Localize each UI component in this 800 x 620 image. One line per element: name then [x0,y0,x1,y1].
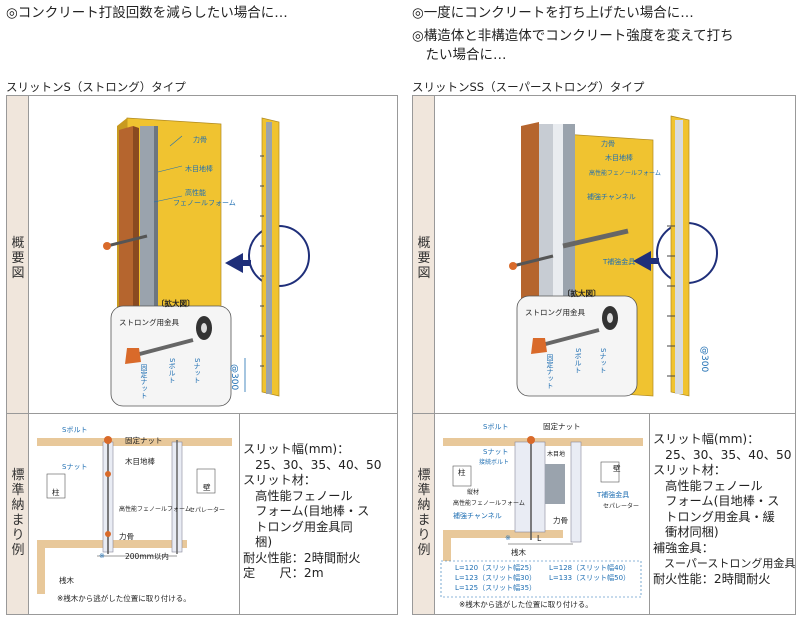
detail-label-phenol-foam: 高性能フェノールフォーム [119,506,191,513]
detail-label-l: L [537,534,542,543]
left-overview-illustration [103,117,310,407]
left-row1-label: 概要図 [11,236,25,281]
label-rikikotsu: 力骨 [601,140,615,148]
label-pitch: @300 [229,364,239,391]
detail-label-s-nut: Sナット [483,448,509,456]
detail-label-separator: セパレーター [603,503,640,510]
length-row-2: L=123（スリット幅30） [455,574,537,582]
detail-label-wall: 壁 [203,483,211,492]
label-strong-metal: ストロング用金具 [119,318,179,327]
fixing-nut-graphic [125,348,141,364]
right-panel: 概要図 標準納まり例 力骨 木目地棒 高性能フェノールフォーム 補強チャンネル … [412,95,796,615]
right-detail-drawing [440,436,643,598]
zoom-arrow [225,253,243,273]
left-type-label: スリットンS（ストロング）タイプ [6,80,186,94]
detail-label-200mm: 200mm以内 [125,552,169,561]
label-mokumeji: 木目地棒 [605,154,633,162]
detail-label-fixing-nut: 固定ナット [125,436,163,445]
label-s-nut: Sナット [193,358,201,384]
detail-label-sangi: 桟木 [511,548,526,557]
detail-label-mokumeji: 木目地 [547,451,566,458]
label-s-bolt: Sボルト [168,358,176,384]
detail-label-mokumeji: 木目地棒 [125,457,155,466]
right-type-label: スリットンSS（スーパーストロング）タイプ [412,80,645,94]
length-row-4: L=128（スリット幅40） [549,564,631,572]
left-row1-header [7,96,29,413]
right-row1-label: 概要図 [417,236,431,281]
left-panel: 概要図 標準納まり例 [6,95,398,615]
left-row-divider [7,413,397,414]
length-row-1: L=120（スリット幅25） [455,564,537,572]
right-row2-header [413,414,435,614]
left-detail-note: ※桟木から逃がした位置に取り付ける。 [57,594,191,603]
detail-label-pillar: 柱 [52,488,60,497]
right-overview-illustration [509,115,718,397]
label-zoom: 〔拡大図〕 [157,299,195,308]
label-zoom: 〔拡大図〕 [563,289,601,298]
detail-label-wall: 壁 [613,464,621,473]
t-reinforcement [562,228,629,249]
detail-label-rikikotsu: 力骨 [553,516,568,525]
label-mokumeji: 木目地棒 [185,165,213,173]
label-strong-metal: ストロング用金具 [525,308,585,317]
left-spec-block: スリット幅(mm)： 25、30、35、40、50 スリット材： 高性能フェノー… [243,442,382,580]
detail-label-vertical: 縦材 [467,489,480,496]
detail-label-s-bolt: Sボルト [62,426,88,434]
detail-label-pillar: 柱 [458,468,466,477]
length-table-box [440,560,642,598]
right-spec-divider [649,414,650,614]
right-spec-block: スリット幅(mm)： 25、30、35、40、50 スリット材： 高性能フェノー… [653,432,796,586]
detail-label-channel: 補強チャンネル [453,512,502,520]
label-phenol-foam: フェノールフォーム [173,199,236,207]
detail-label-rikikotsu: 力骨 [119,532,134,541]
detail-label-asterisk: ※ [505,534,511,542]
right-detail-note: ※桟木から逃がした位置に取り付ける。 [459,600,593,609]
detail-label-fixing-nut: 固定ナット [543,422,581,431]
left-row2-header [7,414,29,614]
length-row-5: L=133（スリット幅50） [549,574,631,582]
zoom-arrow [633,251,651,271]
detail-label-separator: セパレーター [189,507,226,514]
length-row-3: L=125（スリット幅35） [455,584,537,592]
detail-label-sangi: 桟木 [59,576,74,585]
label-t-metal: T補強金具 [603,258,636,266]
left-row2-label: 標準納まり例 [11,468,25,558]
right-heading-2a: ◎構造体と非構造体でコンクリート強度を変えて打ち [412,28,734,44]
label-s-bolt: Sボルト [574,348,582,374]
right-row1-header [413,96,435,413]
detail-label-s-nut: Sナット [62,463,88,471]
detail-label-asterisk: ※ [99,552,105,560]
left-spec-divider [239,414,240,614]
label-fixing-nut: 固定ナット [546,354,554,389]
detail-label-connect-bolt: 接続ボルト [479,459,510,466]
label-rikikotsu: 力骨 [193,136,207,144]
label-pitch: @300 [699,346,709,373]
label-fixing-nut: 固定ナット [140,364,148,399]
right-heading-1: ◎一度にコンクリートを打ち上げたい場合に… [412,5,694,21]
right-heading-2b: たい場合に… [412,47,507,63]
right-row-divider [413,413,795,414]
label-channel: 補強チャンネル [587,193,636,201]
detail-label-s-bolt: Sボルト [483,423,509,431]
label-s-nut: Sナット [599,348,607,374]
detail-label-phenol-foam: 高性能フェノールフォーム [453,500,525,507]
left-heading: ◎コンクリート打設回数を減らしたい場合に… [6,5,288,21]
right-row2-label: 標準納まり例 [417,468,431,558]
detail-label-t-metal: T補強金具 [597,491,630,499]
left-detail-drawing [37,436,232,594]
label-kouseinou: 高性能 [185,189,206,197]
fixing-nut-graphic [531,338,547,354]
label-phenol-foam: 高性能フェノールフォーム [589,170,661,177]
